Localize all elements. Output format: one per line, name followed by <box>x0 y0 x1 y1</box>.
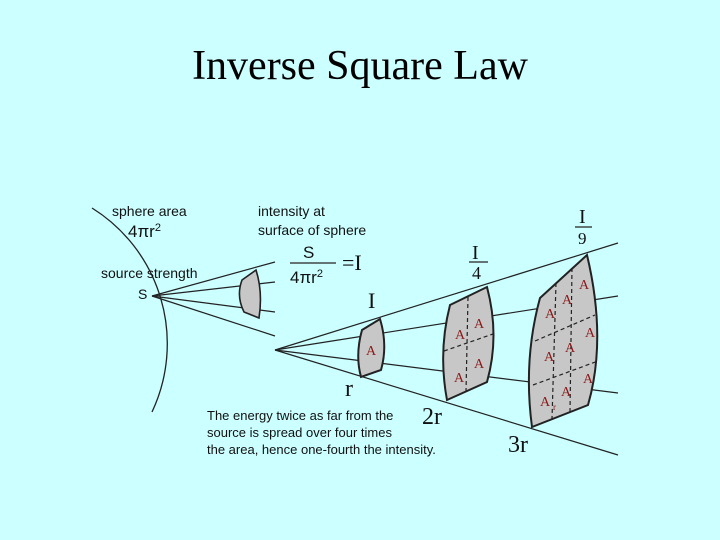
caption-line-2: source is spread over four times <box>207 425 392 440</box>
source-strength-label: source strength <box>101 265 198 281</box>
fraction-3r-denominator: 9 <box>578 229 587 248</box>
sphere-area-formula: 4πr2 <box>128 222 161 241</box>
area-label: A <box>561 385 572 400</box>
patch-3r-grid <box>532 267 599 420</box>
fraction-3r-numerator: I <box>579 206 586 228</box>
fraction-2r-numerator: I <box>472 242 479 264</box>
caption-line-1: The energy twice as far from the <box>207 408 393 423</box>
patch-r <box>357 317 386 379</box>
patch-2r <box>442 285 495 402</box>
fraction-denominator: 4πr2 <box>290 268 323 287</box>
area-label: A <box>583 372 594 387</box>
caption-line-3: the area, hence one-fourth the intensity… <box>207 442 436 457</box>
intensity-label-line2: surface of sphere <box>258 222 366 238</box>
source-s-label: S <box>138 286 147 302</box>
area-label: A <box>579 278 590 293</box>
area-label: A <box>474 317 485 332</box>
fraction-2r-denominator: 4 <box>472 263 481 283</box>
sphere-area-label: sphere area <box>112 203 187 219</box>
intensity-label-line1: intensity at <box>258 203 325 219</box>
area-label: A <box>545 307 556 322</box>
area-label: A <box>540 395 551 410</box>
area-label: A <box>544 350 555 365</box>
sphere-surface-patch <box>238 268 262 320</box>
area-label: A <box>454 371 465 386</box>
distance-r-label: r <box>345 376 353 402</box>
slide-title: Inverse Square Law <box>192 43 528 89</box>
area-label: A <box>585 326 596 341</box>
intensity-at-r: I <box>368 288 375 313</box>
equals-intensity: =I <box>342 250 362 275</box>
area-label: A <box>562 293 573 308</box>
area-label: A <box>366 344 377 359</box>
fraction-numerator: S <box>303 243 314 262</box>
area-label: r <box>553 402 556 412</box>
distance-2r-label: 2r <box>422 404 442 430</box>
patch-3r <box>527 253 599 429</box>
area-label: A <box>455 328 466 343</box>
area-label: A <box>474 357 485 372</box>
distance-3r-label: 3r <box>508 432 528 458</box>
area-label: A <box>565 341 576 356</box>
patch-2r-grid <box>443 296 494 393</box>
area-labels: A A A A A A A A A A A A A A r <box>366 278 596 412</box>
